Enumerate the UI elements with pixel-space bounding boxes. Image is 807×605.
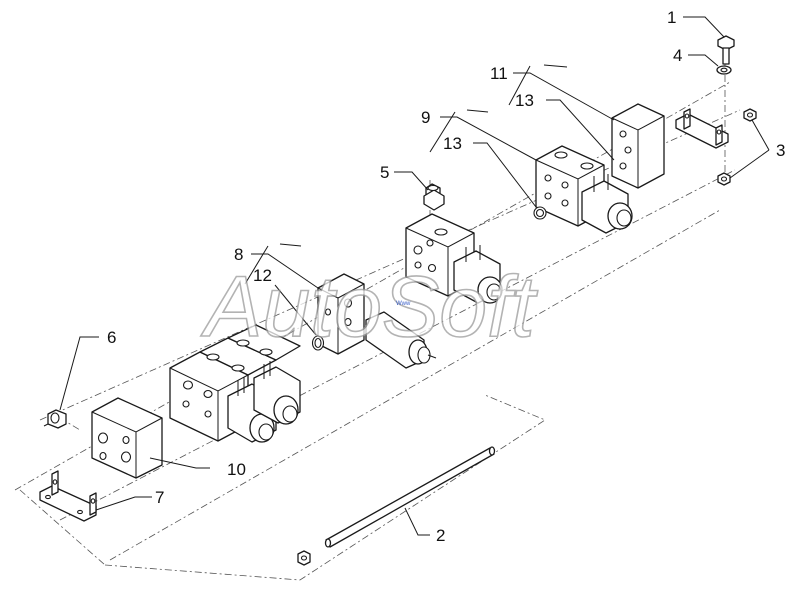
callout-11: 11 xyxy=(490,64,508,83)
callout-2: 2 xyxy=(436,526,445,545)
callout-labels: 1 2 3 4 5 6 7 8 9 10 11 12 13 13 xyxy=(107,8,785,545)
callout-13-upper: 13 xyxy=(515,91,534,110)
leader-lines xyxy=(59,16,770,536)
callout-8: 8 xyxy=(234,245,243,264)
autosoft-watermark: AutoSoft Www xyxy=(199,258,539,356)
watermark-small-text: Www xyxy=(396,301,411,307)
o-ring-12 xyxy=(311,335,325,351)
fitting-5 xyxy=(423,183,445,211)
washer-4 xyxy=(716,65,732,75)
fitting-6 xyxy=(43,409,67,429)
callout-4: 4 xyxy=(673,46,682,65)
end-plate-11 xyxy=(611,103,665,189)
callout-5: 5 xyxy=(380,163,389,182)
end-plate-10 xyxy=(91,397,163,479)
callout-9: 9 xyxy=(421,108,430,127)
watermark-text: AutoSoft xyxy=(200,259,538,355)
callout-1: 1 xyxy=(667,8,676,27)
bracket-7 xyxy=(39,470,97,522)
callout-10: 10 xyxy=(227,460,246,479)
callout-7: 7 xyxy=(155,488,164,507)
tie-rod-2 xyxy=(297,446,496,566)
callout-6: 6 xyxy=(107,328,116,347)
callout-13-lower: 13 xyxy=(443,134,462,153)
valve-section-center xyxy=(405,213,503,304)
callout-3: 3 xyxy=(776,141,785,160)
valve-section-9 xyxy=(535,145,633,234)
valve-section-left xyxy=(169,324,301,443)
callout-12: 12 xyxy=(253,266,272,285)
bracket-upper xyxy=(675,108,729,149)
nut-3 xyxy=(717,108,757,186)
bolt-1 xyxy=(717,35,735,65)
